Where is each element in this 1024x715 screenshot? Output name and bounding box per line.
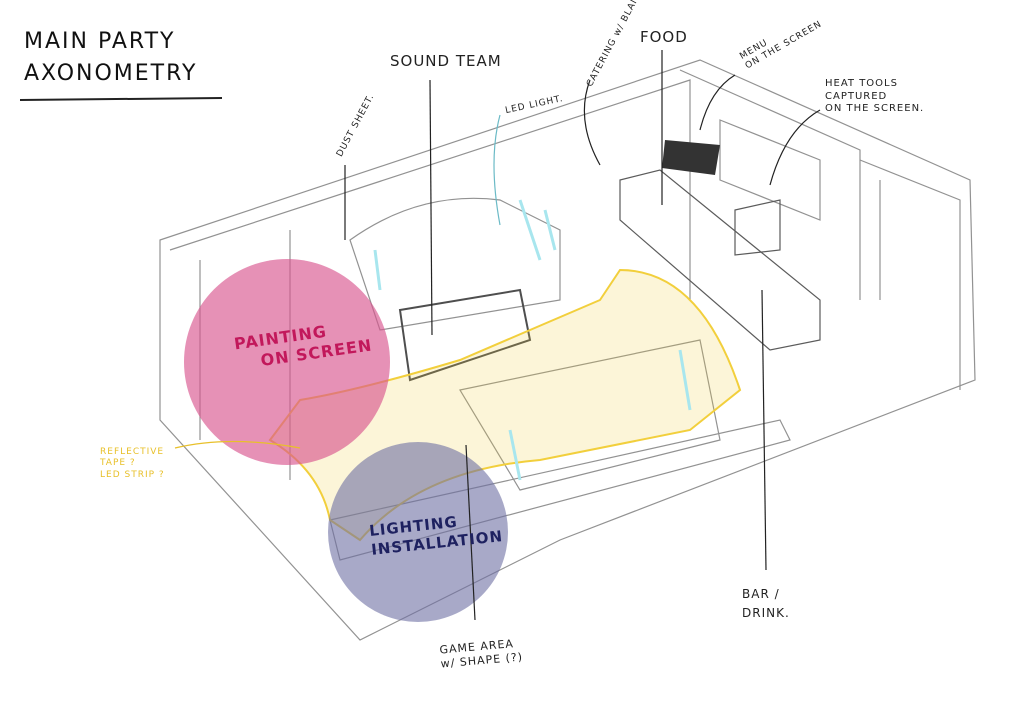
menu-screen — [662, 140, 720, 175]
label-reflective: REFLECTIVE TAPE ? LED STRIP ? — [100, 447, 165, 481]
title-line-1: MAIN PARTY — [24, 29, 176, 54]
label-sound-team: SOUND TEAM — [390, 52, 502, 70]
led-lights — [373, 199, 692, 481]
reflective-line-2: TAPE ? — [100, 458, 136, 469]
title-line-2: AXONOMETRY — [24, 60, 198, 86]
room-outline — [159, 59, 976, 641]
label-heat-tools: HEAT TOOLS CAPTURED ON THE SCREEN. — [825, 78, 924, 116]
reflective-line-1: REFLECTIVE — [100, 447, 165, 457]
leader-lines — [19, 50, 821, 621]
label-food: FOOD — [640, 28, 688, 46]
heat-tools-line-2: CAPTURED — [825, 90, 888, 102]
lighting-zone — [328, 442, 508, 622]
heat-tools-line-1: HEAT TOOLS — [825, 78, 898, 89]
reflective-line-3: LED STRIP ? — [100, 469, 165, 480]
bar-line-2: DRINK. — [742, 606, 790, 621]
painting-zone — [184, 259, 390, 465]
page-title: MAIN PARTY AXONOMETRY — [24, 26, 197, 90]
heat-tools-line-3: ON THE SCREEN. — [825, 103, 925, 114]
label-bar: BAR / DRINK. — [742, 585, 790, 623]
bar-line-1: BAR / — [742, 587, 780, 601]
